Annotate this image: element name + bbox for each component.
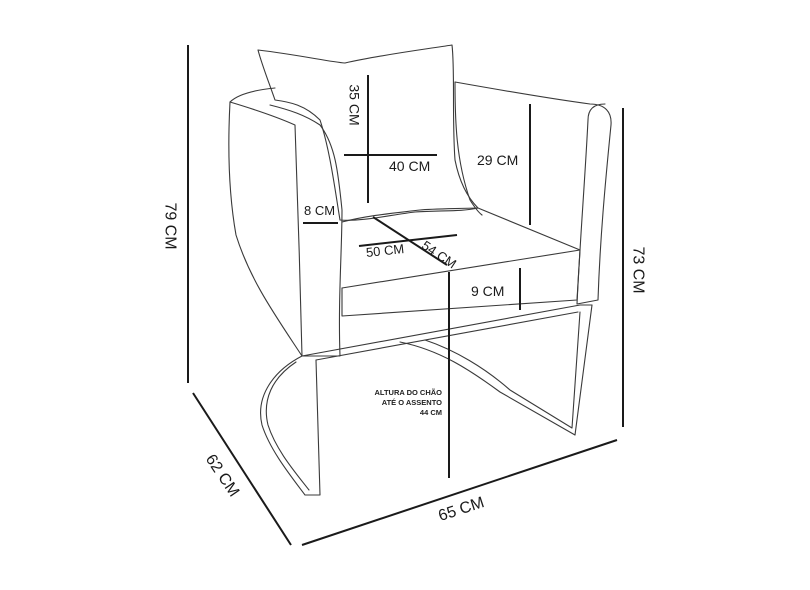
seat-height-note-line1: ALTURA DO CHÃO [374, 388, 443, 397]
seat-front [341, 249, 581, 317]
base-frame-top-inner [315, 311, 579, 361]
label-arm-height: 73 CM [629, 246, 647, 294]
label-backrest-height: 29 CM [477, 152, 519, 168]
dim-line-width [301, 439, 618, 546]
right-arm-outline [454, 81, 612, 305]
base-left-leg [260, 355, 321, 496]
base-frame-top [301, 304, 593, 357]
seat-top [341, 207, 581, 289]
label-total-height: 79 CM [161, 202, 179, 250]
cushion-outline [257, 44, 479, 221]
label-seat-thickness: 9 CM [471, 283, 505, 299]
label-seat-width: 50 CM [365, 241, 405, 260]
seat-height-note: ALTURA DO CHÃO ATÉ O ASSENTO 44 CM [375, 388, 443, 418]
base-right-leg [399, 304, 593, 436]
label-cushion-height: 35 CM [346, 84, 363, 126]
label-cushion-width: 40 CM [389, 158, 431, 174]
dim-line-seat-depth [372, 216, 448, 266]
seat-height-note-line3: 44 CM [419, 408, 442, 417]
right-arm-top [587, 103, 606, 121]
backrest-right [454, 81, 483, 216]
base-right-leg-inner [424, 311, 581, 429]
dim-line-depth [192, 392, 292, 546]
seat-height-note-line2: ATÉ O ASSENTO [381, 398, 442, 407]
label-arm-thickness: 8 CM [304, 203, 336, 218]
left-arm-inner-edge [229, 101, 303, 357]
base-left-leg-inner [265, 361, 310, 491]
